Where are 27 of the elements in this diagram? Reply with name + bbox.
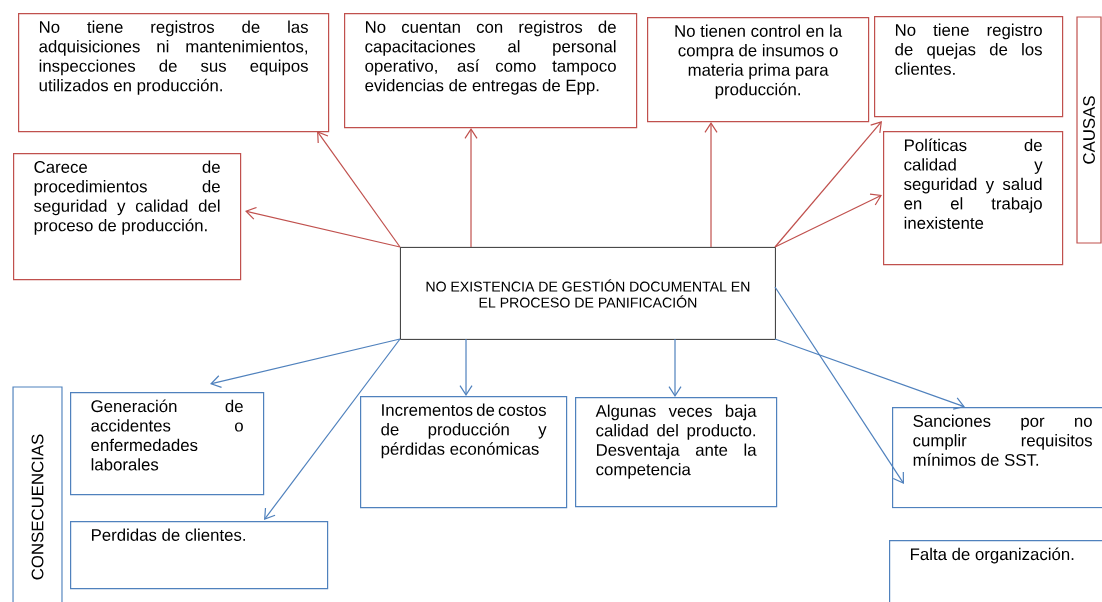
section-band: CAUSAS bbox=[1076, 16, 1102, 244]
cause-box: No cuentan con registros de capacitaciones al personal operativo, así como tampoco evidencias de entregas de Epp. bbox=[344, 13, 638, 129]
cause-box: No tiene registro de quejas de los clientes. bbox=[874, 16, 1064, 118]
problem-box: NO EXISTENCIA DE GESTIÓN DOCUMENTAL EN EL PROCESO DE PANIFICACIÓN bbox=[400, 247, 776, 340]
arrow bbox=[774, 121, 882, 248]
consequence-box: Generación de accidentes o enfermedades laborales bbox=[70, 392, 265, 496]
consequence-box: Falta de organización. bbox=[889, 540, 1102, 602]
arrow bbox=[704, 122, 718, 248]
arrow bbox=[774, 193, 882, 248]
arrow bbox=[245, 206, 401, 248]
section-band: CONSECUENCIAS bbox=[12, 386, 63, 602]
consequence-box: Algunas veces baja calidad del producto. Desventaja ante la competencia bbox=[575, 397, 778, 508]
consequence-box: Perdidas de clientes. bbox=[70, 521, 329, 590]
arrow bbox=[210, 338, 401, 389]
cause-box: No tiene registros de las adquisiciones ni mantenimientos, inspecciones de sus equipos utilizados en producción. bbox=[18, 13, 330, 133]
consequence-box: Sanciones por no cumplir requisitos mínimos de SST. bbox=[892, 407, 1102, 509]
cause-box: Políticas de calidad y seguridad y salud en el trabajo inexistente bbox=[883, 131, 1064, 266]
arrow bbox=[668, 338, 682, 397]
arrow bbox=[464, 128, 478, 248]
arrow bbox=[264, 338, 401, 520]
arrow bbox=[459, 338, 473, 396]
arrow bbox=[317, 131, 401, 248]
cause-box: Carece de procedimientos de seguridad y calidad del proceso de producción. bbox=[13, 153, 242, 281]
arrow bbox=[774, 286, 904, 484]
consequence-box: Incrementos de costos de producción y pérdidas económicas bbox=[360, 396, 568, 509]
cause-box: No tienen control en la compra de insumos o materia prima para producción. bbox=[647, 17, 870, 123]
arrow bbox=[774, 338, 965, 410]
